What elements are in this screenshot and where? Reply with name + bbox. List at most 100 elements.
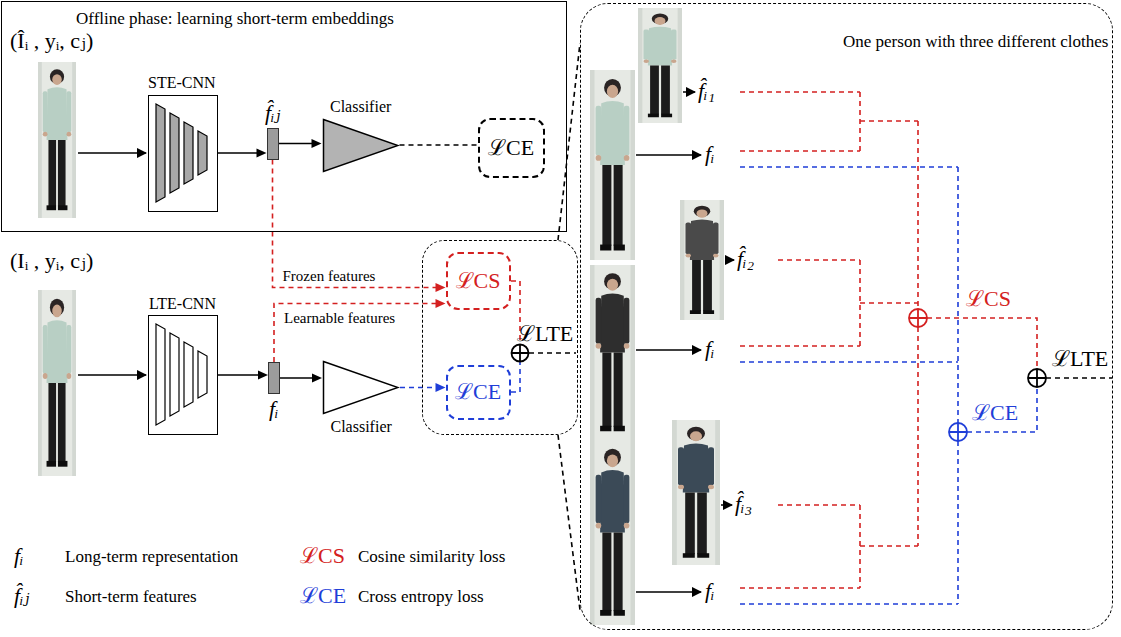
cnn-layer — [184, 122, 193, 184]
legend-text: Cosine similarity loss — [358, 547, 505, 567]
cnn-block: LTE-CNN — [148, 315, 218, 435]
loss-group: ℒLTE ℒCS ℒCE — [422, 240, 578, 435]
connector-line — [400, 144, 478, 146]
cnn-block-shape — [149, 96, 216, 210]
node-text: STE-CNN — [148, 73, 216, 92]
node-text: fᵢ — [269, 396, 279, 422]
input-arrows — [636, 349, 701, 351]
entropy-wires — [511, 362, 520, 392]
entropy-wires — [967, 387, 1037, 432]
input-arrows — [683, 91, 695, 93]
legend-text: Long-term representation — [65, 547, 238, 567]
connector — [218, 375, 259, 376]
arrow-head — [436, 299, 446, 308]
sum-symbols — [512, 345, 529, 362]
person-photos — [38, 62, 76, 218]
cnn-layer — [170, 333, 179, 416]
connector-line — [558, 43, 580, 240]
classifier-shape — [322, 360, 400, 415]
input-arrows — [78, 92, 734, 592]
cosine-wires — [927, 318, 1037, 369]
arrow-head — [312, 374, 322, 383]
sum-symbols — [949, 423, 967, 441]
arrow-head — [436, 383, 446, 392]
legend-text: Cross entropy loss — [358, 587, 484, 607]
node-text: Classifier — [331, 417, 392, 436]
node-text: Classifier — [330, 97, 391, 116]
classifier-triangle — [324, 362, 399, 414]
feature-symbol: fᵢ — [705, 141, 715, 167]
node-text: f̂ᵢⱼ — [265, 100, 280, 126]
cosine-wires — [740, 260, 918, 346]
edge-label: Learnable features — [282, 309, 397, 327]
sum-symbols — [512, 309, 1047, 441]
total-wires — [529, 352, 576, 354]
connector-line — [218, 152, 258, 154]
node-text: ℒCE — [488, 135, 534, 161]
sum-symbols — [909, 309, 927, 327]
cnn-layer — [198, 351, 207, 398]
sum-symbols — [1028, 369, 1046, 387]
zoom-panel: One person with three different clothes — [580, 3, 1113, 630]
legend-symbol: ℒCE — [300, 583, 346, 609]
node-text: LTE-CNN — [149, 294, 216, 313]
cosine-wires — [740, 92, 918, 151]
connector — [274, 304, 437, 363]
classifier: Classifier — [322, 118, 400, 173]
loss-box: ℒCE — [446, 365, 511, 420]
total-wires — [529, 353, 1112, 378]
connector-line — [273, 160, 437, 288]
node-text: One person with three different clothes — [843, 32, 1108, 52]
classifier: Classifier — [322, 360, 400, 415]
input-arrows — [636, 591, 701, 593]
cnn-block: STE-CNN — [148, 95, 218, 212]
person-photos — [590, 440, 635, 625]
cnn-layer — [156, 324, 165, 425]
input-arrows — [721, 504, 732, 506]
person-photos — [680, 200, 724, 320]
connector-line — [218, 374, 259, 376]
cosine-wires — [917, 121, 919, 546]
classifier-shape — [322, 118, 400, 173]
legend-symbol: ℒCS — [300, 543, 345, 569]
connector-line — [558, 435, 580, 610]
feature-vector: f̂ᵢⱼ — [267, 128, 279, 160]
cnn-layer — [170, 113, 179, 193]
legend-symbol: f̂ᵢⱼ — [14, 583, 29, 609]
arrow-head — [436, 283, 446, 292]
total-wires — [1046, 377, 1112, 379]
arrow-head — [312, 139, 322, 148]
feature-symbol: fᵢ — [705, 336, 715, 362]
connector — [279, 143, 313, 144]
node-text: ℒLTE — [517, 321, 573, 347]
loss-symbol: ℒCE — [972, 400, 1018, 426]
feature-vector: fᵢ — [268, 362, 280, 394]
input-arrows — [78, 374, 146, 376]
person-photos — [590, 265, 635, 440]
edge-label: Frozen features — [281, 267, 378, 285]
input-arrows — [636, 154, 701, 156]
cnn-layer — [184, 342, 193, 407]
cnn-layer — [156, 104, 165, 202]
classifier-triangle — [323, 119, 398, 171]
connector-line — [274, 304, 437, 363]
input-arrows — [78, 152, 146, 154]
feature-symbol: fᵢ — [705, 578, 715, 604]
connector — [280, 378, 313, 379]
connector — [558, 43, 580, 240]
connector — [400, 387, 437, 388]
node-text: Offline phase: learning short-term embed… — [76, 9, 394, 29]
connector-line — [280, 377, 313, 379]
connector-line — [279, 143, 313, 145]
node-text: ℒCE — [455, 379, 501, 405]
arrow-head — [258, 371, 268, 380]
connector-line — [400, 387, 437, 389]
node-text: ℒCS — [456, 268, 501, 294]
cosine-wires — [740, 505, 918, 588]
feature-symbol: f̂ᵢ₃ — [735, 491, 752, 517]
feature-symbol: f̂ᵢ₁ — [698, 78, 715, 104]
loss-symbol: ℒLTE — [1052, 346, 1108, 372]
